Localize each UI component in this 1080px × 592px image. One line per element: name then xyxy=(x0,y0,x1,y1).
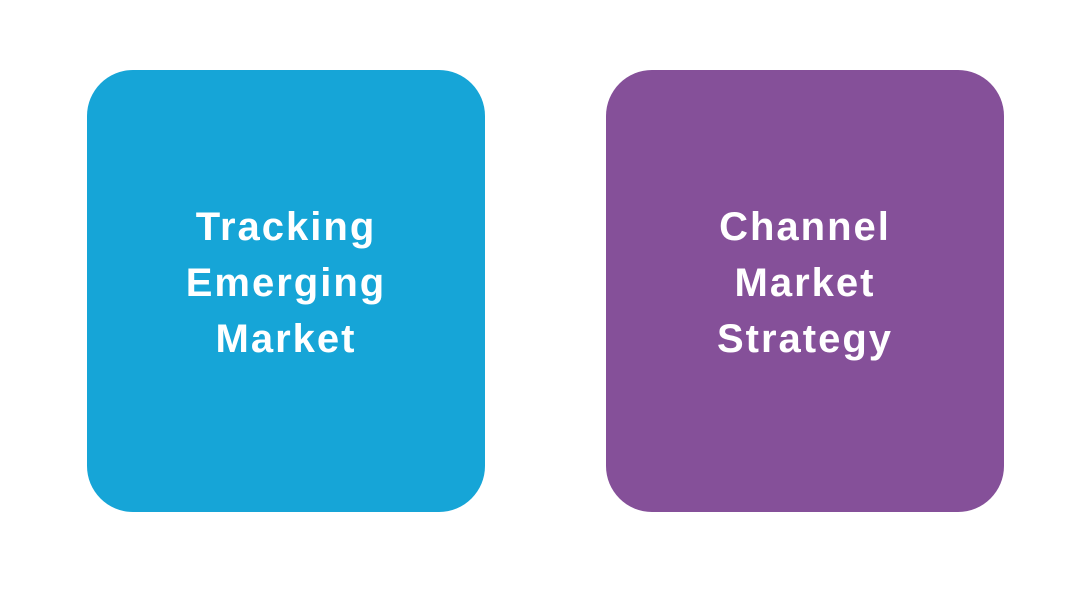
tracking-emerging-market-box: Tracking Emerging Market xyxy=(87,70,485,512)
label-line: Strategy xyxy=(716,317,894,361)
label-line: Channel xyxy=(719,205,891,249)
box-label: Channel Market Strategy xyxy=(717,199,893,367)
label-line: Tracking xyxy=(195,205,377,249)
box-label: Tracking Emerging Market xyxy=(186,199,386,367)
label-line: Emerging xyxy=(185,261,387,305)
label-line: Market xyxy=(215,317,357,361)
label-line: Market xyxy=(734,261,876,305)
channel-market-strategy-box: Channel Market Strategy xyxy=(606,70,1004,512)
